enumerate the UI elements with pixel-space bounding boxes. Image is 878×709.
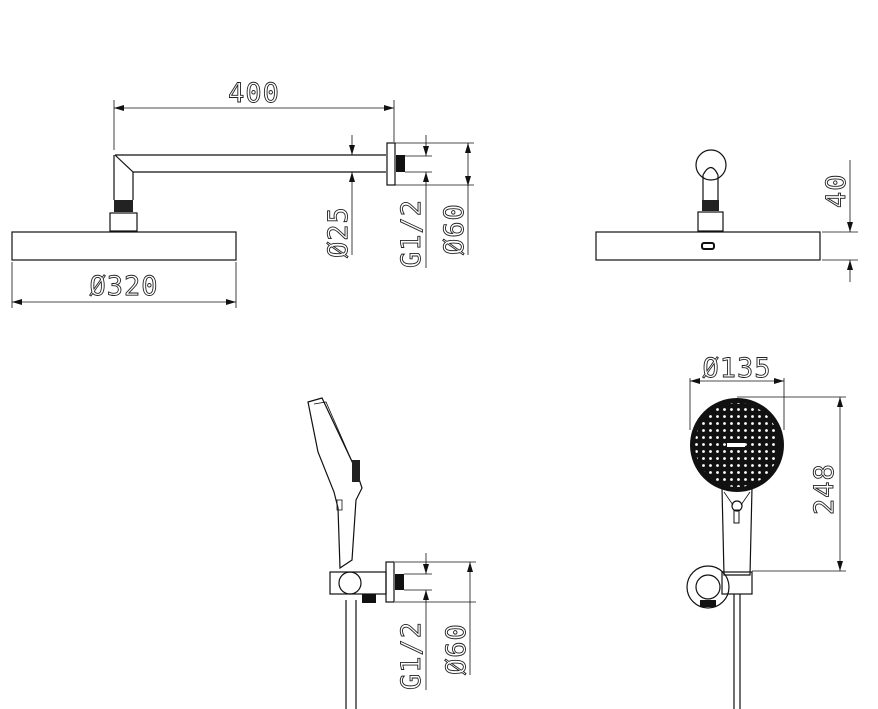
head-diameter-label: Ø135 [702,353,771,384]
thread-label: G1/2 [396,199,427,268]
arm-diameter-label: Ø25 [323,206,354,258]
handheld-shower-front-view: Ø135 248 [686,353,846,709]
rain-shower-head [595,231,821,261]
overhead-shower-front-view: 40 [595,149,858,282]
length-label: 248 [809,463,840,515]
handheld-shower-side-view: G1/2 Ø60 [307,397,476,709]
thread-label: G1/2 [396,621,427,690]
thread [396,155,405,172]
head-diameter-label: Ø320 [89,271,158,302]
nut [114,200,133,212]
height-label: 40 [821,173,852,208]
arm-length-label: 400 [228,78,280,109]
flange-diameter-label: Ø60 [441,623,472,675]
overhead-shower-side-view: 400 Ø320 Ø25 G1/2 Ø60 [11,78,474,308]
flange-diameter-label: Ø60 [439,203,470,255]
wall-flange [386,142,396,186]
rain-shower-head [11,231,237,261]
